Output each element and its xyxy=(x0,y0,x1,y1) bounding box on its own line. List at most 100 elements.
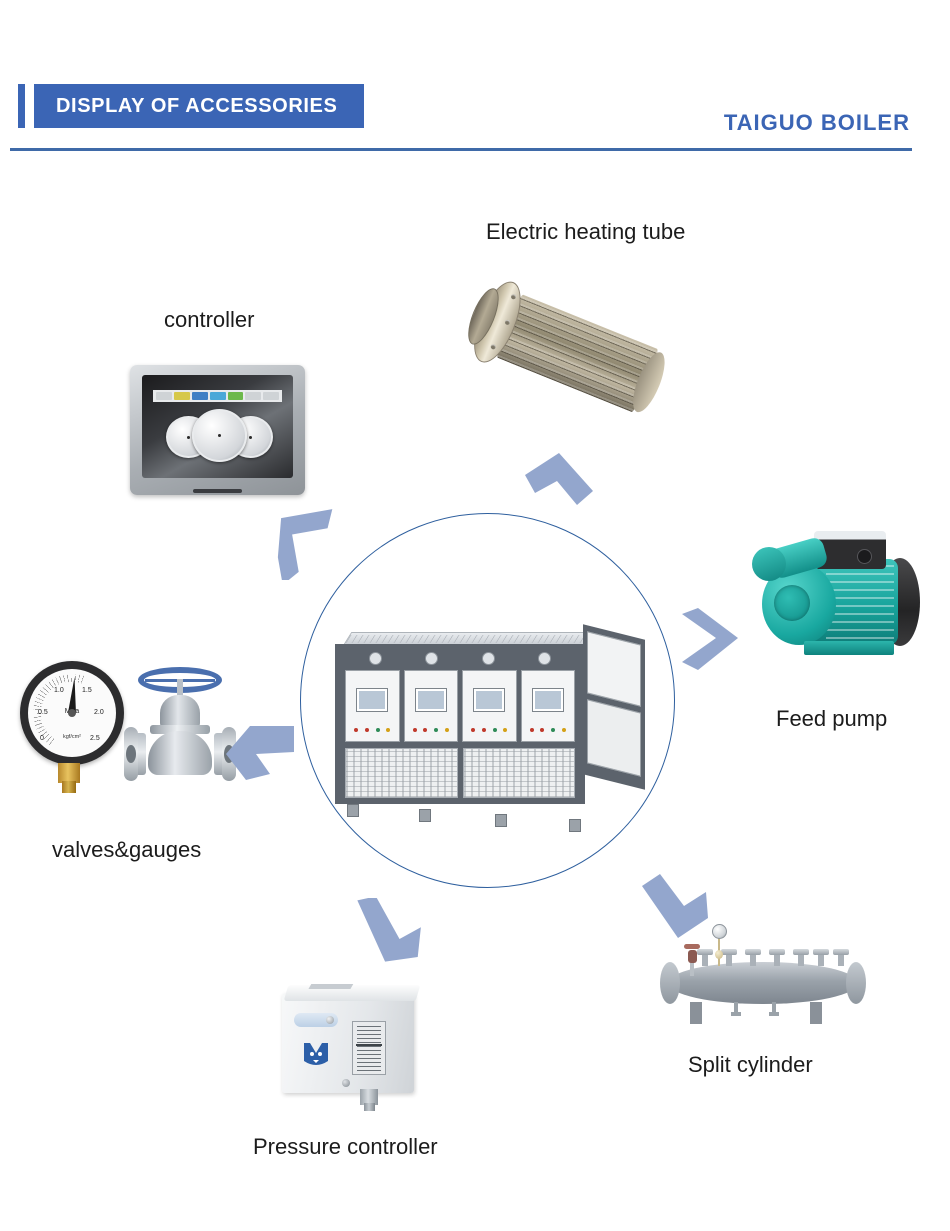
pressure-connection-thread xyxy=(364,1103,375,1111)
boiler-panel-indicators xyxy=(471,728,508,732)
arrow-to-controller xyxy=(272,508,342,580)
label-split-cylinder: Split cylinder xyxy=(688,1052,813,1077)
pressure-switch-body xyxy=(282,993,414,1093)
gauge-unit-secondary-label: kgf/cm² xyxy=(62,734,82,741)
cylinder-drain-valve xyxy=(684,942,700,976)
cylinder-shell xyxy=(668,962,858,1004)
boiler-lower-vents xyxy=(345,748,575,798)
boiler-control-panels xyxy=(345,670,575,742)
boiler-panel-display xyxy=(357,689,388,711)
controller-tab-bar xyxy=(152,390,283,402)
boiler-vent-panel xyxy=(345,748,458,798)
center-circle-frame xyxy=(300,513,675,888)
valve-stem xyxy=(177,679,183,705)
boiler-vent-panel xyxy=(462,748,575,798)
gauge-tick-label: 0 xyxy=(40,735,44,742)
boiler-panel-display xyxy=(532,689,563,711)
boiler-gauge-row xyxy=(347,652,573,668)
pressure-switch-top-cover xyxy=(283,984,421,1001)
gauge-face: 0 0.5 1.0 1.5 2.0 2.5 MPa kgf/cm² xyxy=(28,669,116,757)
pressure-controller-image xyxy=(282,984,430,1111)
gauge-tick-label: 2.5 xyxy=(90,735,100,742)
pressure-scale-window xyxy=(352,1021,386,1075)
controller-logo-strip xyxy=(193,489,242,493)
controller-image xyxy=(130,365,305,495)
pump-terminal-box xyxy=(814,531,886,569)
arrow-to-feed-pump xyxy=(676,604,748,674)
feed-pump-image xyxy=(752,525,932,675)
page-header: DISPLAY OF ACCESSORIES TAIGUO BOILER xyxy=(0,0,950,160)
header-divider xyxy=(10,148,912,151)
boiler-front-frame xyxy=(335,644,585,804)
boiler-front-inner xyxy=(339,648,581,800)
arrow-to-pressure-controller xyxy=(352,898,428,970)
pressure-gauge: 0 0.5 1.0 1.5 2.0 2.5 MPa kgf/cm² xyxy=(20,661,124,765)
boiler-gauge-icon xyxy=(538,652,552,665)
gauge-tick-label: 1.5 xyxy=(82,687,92,694)
cylinder-outlet-flange xyxy=(697,949,713,955)
cylinder-gauge-stem xyxy=(718,932,720,966)
label-controller: controller xyxy=(164,307,255,332)
boiler-panel-indicators xyxy=(529,728,567,732)
boiler-feet xyxy=(343,802,593,832)
valve-left-bore xyxy=(126,745,136,763)
boiler-gauge-icon xyxy=(425,652,439,665)
boiler-panel-indicators xyxy=(412,728,450,732)
pressure-adjust-screw[interactable] xyxy=(342,1079,350,1087)
pressure-switch-badge xyxy=(294,1013,338,1027)
label-electric-heating-tube: Electric heating tube xyxy=(486,219,686,244)
cylinder-outlet-flange xyxy=(721,949,737,955)
brand-name: TAIGUO BOILER xyxy=(723,110,910,135)
manufacturer-logo-icon xyxy=(300,1039,332,1069)
electric-boiler-image xyxy=(325,620,645,835)
cylinder-outlet-flange xyxy=(813,949,829,955)
cylinder-pressure-gauge-icon xyxy=(712,924,727,939)
boiler-panel-display xyxy=(415,689,446,711)
split-cylinder-image xyxy=(660,920,875,1030)
label-pressure-controller: Pressure controller xyxy=(253,1134,438,1159)
boiler-control-panel xyxy=(345,670,400,742)
arrow-to-electric-heating-tube xyxy=(523,443,597,515)
controller-dial-center xyxy=(191,408,248,463)
valve-bonnet xyxy=(160,695,200,729)
boiler-control-panel xyxy=(403,670,458,742)
pressure-connection-port xyxy=(360,1089,378,1105)
boiler-side-door-lower xyxy=(587,699,641,777)
cylinder-gauge-siphon xyxy=(715,950,723,959)
gauge-brass-stem xyxy=(58,763,80,783)
boiler-panel-indicators xyxy=(354,728,391,732)
cylinder-support-leg xyxy=(810,1002,822,1024)
cylinder-end-cap-left xyxy=(660,962,680,1004)
header-title-box: DISPLAY OF ACCESSORIES xyxy=(34,84,364,128)
pump-base-foot xyxy=(804,641,894,655)
valve-body xyxy=(148,731,212,775)
electric-heating-tube-image xyxy=(462,272,685,422)
boiler-gauge-icon xyxy=(368,652,382,665)
globe-valve xyxy=(124,659,236,799)
pressure-switch-cover-tab xyxy=(308,984,354,989)
cylinder-outlet-flange xyxy=(769,949,785,955)
cylinder-outlet-flange xyxy=(745,949,761,955)
arrow-to-valves-gauges xyxy=(224,718,300,790)
gauge-tick-label: 0.5 xyxy=(38,709,48,716)
cylinder-outlet-flange xyxy=(793,949,809,955)
boiler-control-panel xyxy=(462,670,517,742)
cylinder-outlet-flange xyxy=(833,949,849,955)
cylinder-drain-stub xyxy=(769,1002,779,1016)
header-accent-bar xyxy=(18,84,25,128)
controller-screen xyxy=(142,375,293,478)
page-title: DISPLAY OF ACCESSORIES xyxy=(56,94,338,117)
boiler-gauge-icon xyxy=(481,652,495,665)
boiler-side-panel xyxy=(583,624,645,790)
cylinder-support-leg xyxy=(690,1002,702,1024)
valves-and-gauges-image: 0 0.5 1.0 1.5 2.0 2.5 MPa kgf/cm² xyxy=(14,655,239,805)
cylinder-end-cap-right xyxy=(846,962,866,1004)
heating-tube-group xyxy=(441,254,697,474)
arrow-to-split-cylinder xyxy=(638,872,714,946)
gauge-tick-label: 2.0 xyxy=(94,709,104,716)
pump-elbow xyxy=(752,547,786,581)
cylinder-drain-stub xyxy=(731,1002,741,1016)
pump-cable-gland xyxy=(857,549,872,564)
label-feed-pump: Feed pump xyxy=(776,706,888,731)
label-valves-gauges: valves&gauges xyxy=(52,837,202,862)
